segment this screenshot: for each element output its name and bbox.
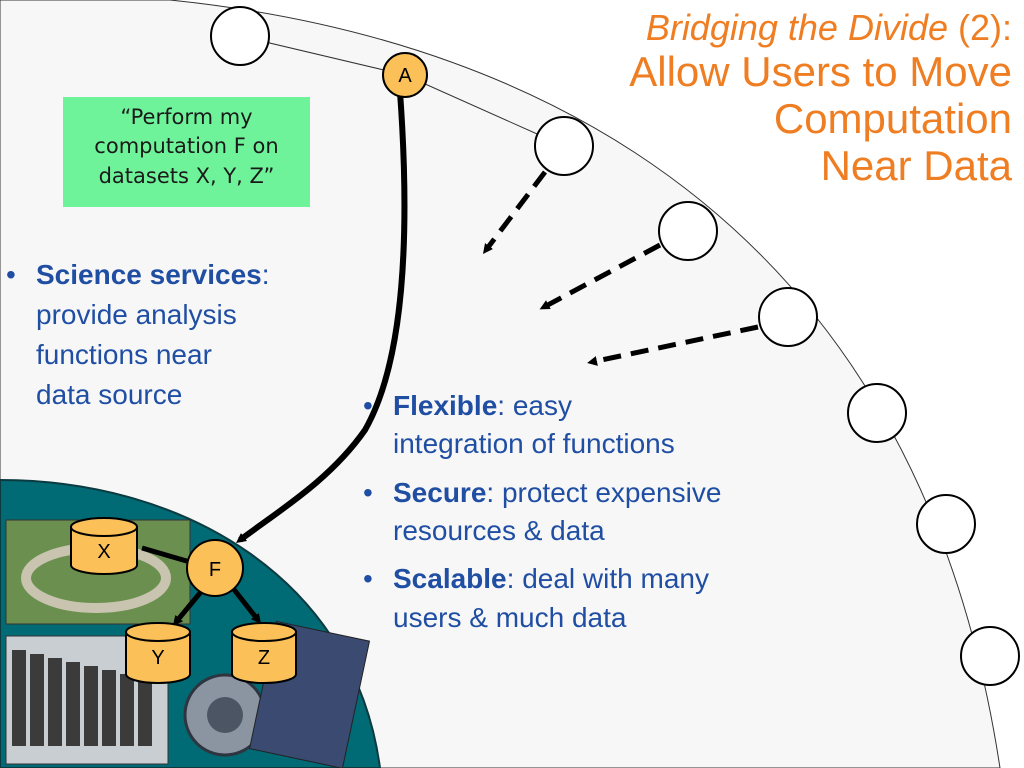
- bullet-bold: Secure: [393, 476, 487, 508]
- slide-title: Bridging the Divide (2): Allow Users to …: [629, 7, 1012, 190]
- title-line-2: Allow Users to Move: [629, 48, 1012, 96]
- peer-circle: [534, 116, 594, 176]
- dataset-z: [231, 622, 297, 684]
- bullet-secure: Secure: protect expensive resources & da…: [357, 474, 817, 551]
- dataset-y-label: Y: [151, 647, 164, 669]
- server-racks: [12, 650, 152, 746]
- bullet-bold: Science services: [36, 259, 262, 290]
- bullet-text: :: [261, 259, 270, 290]
- dataset-x-label: X: [97, 541, 110, 563]
- bullet-bold: Flexible: [393, 390, 498, 421]
- bullet-text: : protect expensive: [486, 476, 722, 508]
- dashed-arrow: [587, 324, 759, 366]
- bullet-text: provide analysis: [36, 299, 237, 331]
- quote-box: “Perform my computation F on datasets X,…: [63, 97, 310, 207]
- bullet-text: integration of functions: [393, 428, 675, 460]
- x-to-f-link: [141, 545, 191, 565]
- peer-circle: [210, 6, 270, 66]
- bullet-bold: Scalable: [393, 563, 507, 595]
- quote-line: datasets X, Y, Z”: [98, 163, 275, 188]
- peer-circle: [847, 383, 907, 443]
- dataset-x: [70, 517, 138, 575]
- bullet-flexible: Flexible: easy integration of functions: [357, 387, 817, 464]
- dataset-y: [125, 622, 191, 684]
- node-a-label: A: [398, 65, 412, 87]
- left-bullet-list: Science services: provide analysis funct…: [0, 255, 350, 415]
- title-line-1: Bridging the Divide (2):: [629, 7, 1012, 48]
- peer-circle: [658, 201, 718, 261]
- dashed-arrow: [482, 170, 547, 254]
- node-f-label: F: [209, 559, 221, 581]
- title-suffix: (2):: [947, 7, 1012, 48]
- bullet-text: data source: [36, 379, 183, 411]
- node-f: [186, 539, 244, 597]
- dataset-z-label: Z: [258, 647, 270, 669]
- quote-line: computation F on: [94, 134, 279, 159]
- peer-circle: [758, 287, 818, 347]
- dashed-arrow: [539, 242, 662, 310]
- bullet-science-services: Science services: provide analysis funct…: [0, 255, 350, 415]
- bullet-text: resources & data: [393, 515, 605, 547]
- bullet-text: : deal with many: [506, 563, 709, 595]
- right-bullet-list: Flexible: easy integration of functions …: [357, 387, 817, 647]
- quote-line: “Perform my: [120, 105, 253, 129]
- f-to-z-arrow: [230, 585, 262, 624]
- peer-circle: [916, 494, 976, 554]
- bullet-text: users & much data: [393, 601, 627, 633]
- bullet-text: functions near: [36, 339, 212, 371]
- bullet-text: : easy: [497, 390, 572, 421]
- title-line-3: Computation: [773, 95, 1012, 143]
- node-a: [382, 52, 428, 98]
- title-line-4: Near Data: [820, 142, 1012, 190]
- title-italic: Bridging the Divide: [645, 7, 948, 48]
- bullet-scalable: Scalable: deal with many users & much da…: [357, 560, 817, 637]
- peer-circle: [960, 626, 1020, 686]
